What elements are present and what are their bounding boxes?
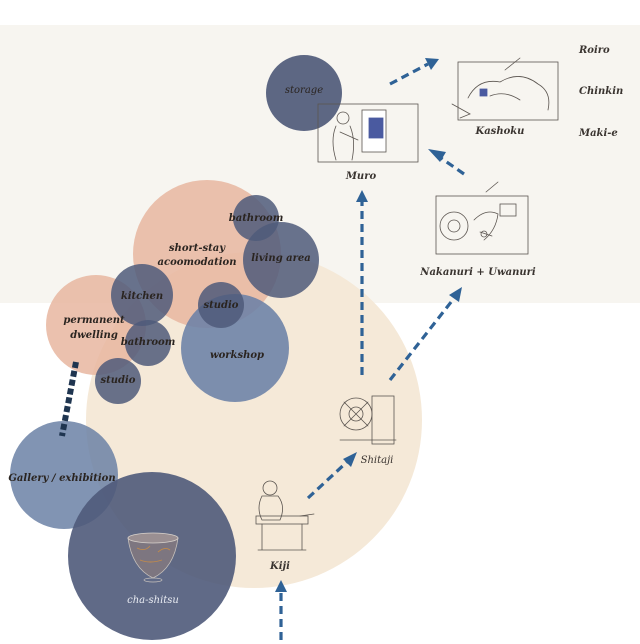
arrow-nakanuri-muro-head	[428, 149, 446, 162]
studio-low-circle	[95, 358, 141, 404]
nakanuri-sketch-icon	[435, 181, 529, 255]
arrow-into-kiji-head	[275, 580, 287, 592]
arrow-up-to-muro-head	[356, 190, 368, 202]
shitaji-sketch-icon	[339, 395, 397, 445]
kiji-sketch-icon	[255, 480, 315, 551]
kashoku-sketch-icon	[451, 57, 559, 121]
arrow-kiji-shitaji-head	[343, 452, 357, 467]
studio-mid-label: studio	[204, 300, 239, 311]
studio-low-label: studio	[101, 375, 136, 386]
arrow-shitaji-nakanuri-head	[449, 287, 462, 302]
muro-label: Muro	[345, 171, 377, 182]
permanent-dwelling-label-2: dwelling	[70, 330, 118, 341]
lacquer-bowl-icon	[127, 532, 179, 583]
arrow-nakanuri-muro	[437, 154, 465, 176]
kitchen-circle	[111, 264, 173, 326]
short-stay-label-2: acoomodation	[158, 257, 237, 268]
muro-sketch-icon	[317, 103, 419, 163]
finish-label-roiro: Roiro	[578, 45, 610, 56]
shitaji-label: Shitaji	[361, 455, 394, 466]
bathroom-low-circle	[125, 320, 171, 366]
finish-label-chinkin: Chinkin	[579, 86, 623, 97]
kitchen-label: kitchen	[121, 291, 163, 302]
kiji-label: Kiji	[269, 561, 290, 572]
bathroom-low-label: bathroom	[121, 337, 176, 348]
dwelling-gallery-connector	[59, 361, 79, 437]
arrow-muro-kashoku-head	[425, 58, 439, 70]
cha-shitsu-label: cha-shitsu	[127, 595, 179, 606]
living-area-label: living area	[251, 253, 311, 264]
studio-mid-circle	[198, 282, 244, 328]
nakanuri-label: Nakanuri + Uwanuri	[419, 267, 536, 278]
process-arrows	[275, 58, 465, 640]
storage-label: storage	[285, 85, 323, 96]
arrow-muro-kashoku	[389, 62, 429, 86]
arrow-kiji-shitaji	[306, 459, 350, 500]
kashoku-label: Kashoku	[475, 126, 525, 137]
living-area-circle	[243, 222, 319, 298]
storage-circle	[266, 55, 342, 131]
arrow-shitaji-nakanuri	[388, 296, 457, 381]
permanent-dwelling-label-1: permanent	[63, 315, 125, 326]
finish-label-maki-e: Maki-e	[578, 128, 618, 139]
short-stay-label-1: short-stay	[169, 243, 226, 254]
bathroom-top-label: bathroom	[229, 213, 284, 224]
workshop-label: workshop	[210, 350, 264, 361]
gallery-label: Gallery / exhibition	[8, 473, 115, 484]
